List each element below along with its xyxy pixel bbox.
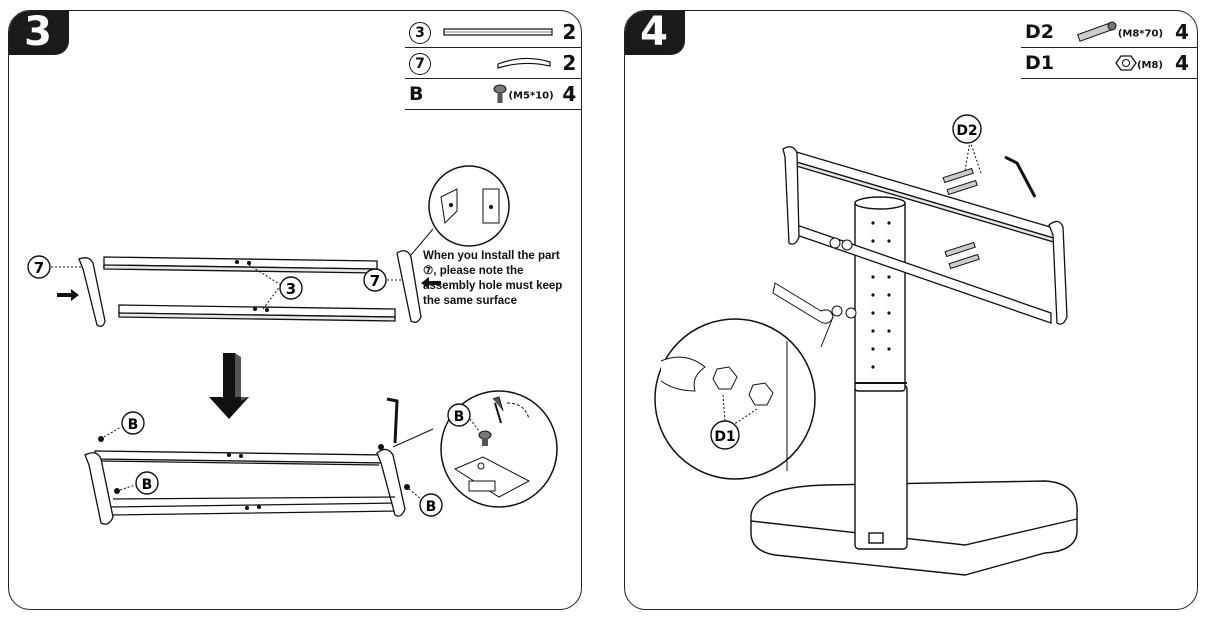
callout-bolt-2: B bbox=[114, 471, 159, 495]
step-4-illustration: D2 D1 bbox=[654, 114, 1078, 576]
svg-text:7: 7 bbox=[34, 259, 44, 277]
arrow-left-icon bbox=[421, 277, 441, 289]
parts-list: D2 (M8*70) 4 D1 (M8) 4 bbox=[1021, 17, 1197, 79]
callout-bolt-1: B bbox=[98, 411, 145, 442]
svg-text:B: B bbox=[142, 477, 153, 493]
arrow-right-icon bbox=[57, 289, 79, 301]
base-plate bbox=[750, 480, 1078, 576]
part-spec: (M8) bbox=[1136, 59, 1164, 71]
parts-list: 3 2 7 2 B (M5 bbox=[405, 17, 581, 110]
svg-text:D2: D2 bbox=[956, 123, 977, 139]
svg-text:7: 7 bbox=[370, 272, 380, 290]
parts-row-d1: D1 (M8) 4 bbox=[1021, 47, 1197, 79]
detail-zoom-bottom: B bbox=[392, 390, 558, 508]
part-qty: 4 bbox=[557, 78, 581, 110]
detail-zoom-nuts: D1 bbox=[654, 318, 816, 480]
parts-row-7: 7 2 bbox=[405, 47, 581, 79]
step-4-panel: 4 D2 (M8*70) 4 D1 (M8) 4 bbox=[624, 10, 1198, 610]
svg-text:B: B bbox=[128, 417, 139, 433]
rail-icon bbox=[443, 27, 553, 36]
callout-bolt-3: B bbox=[404, 484, 443, 517]
step-3-illustration: 3 7 7 bbox=[27, 165, 558, 525]
svg-text:B: B bbox=[454, 409, 465, 425]
arrow-down-icon bbox=[209, 353, 249, 419]
parts-row-d2: D2 (M8*70) 4 bbox=[1021, 17, 1197, 48]
assembly-note: When you Install the part ⑦, please note… bbox=[423, 250, 563, 307]
detail-zoom-top bbox=[410, 165, 510, 256]
part-id: 7 bbox=[409, 53, 431, 75]
part-id: 3 bbox=[409, 22, 431, 44]
end-cap-icon bbox=[497, 57, 551, 69]
step-3-panel: 3 3 2 7 2 B bbox=[8, 10, 582, 610]
part-id: B bbox=[405, 78, 437, 110]
stand-column bbox=[854, 196, 908, 550]
mounting-frame bbox=[782, 146, 1068, 325]
callout-part-7-right: 7 bbox=[363, 268, 401, 292]
step-number-badge: 3 bbox=[9, 11, 69, 55]
svg-text:B: B bbox=[426, 499, 437, 515]
callout-part-7-left: 7 bbox=[27, 255, 81, 279]
part-qty: 4 bbox=[1167, 47, 1197, 79]
parts-row-b: B (M5*10) 4 bbox=[405, 78, 581, 110]
allen-key-icon bbox=[1004, 155, 1037, 198]
part-id: D2 bbox=[1021, 17, 1064, 48]
callout-d2: D2 bbox=[952, 114, 982, 144]
part-qty: 4 bbox=[1167, 17, 1197, 48]
parts-row-3: 3 2 bbox=[405, 17, 581, 48]
part-spec: (M8*70) bbox=[1117, 28, 1164, 40]
part-qty: 2 bbox=[557, 17, 581, 48]
long-bolt-icon bbox=[1076, 21, 1117, 42]
hex-nut-icon bbox=[1115, 55, 1137, 71]
svg-text:D1: D1 bbox=[714, 429, 735, 445]
d2-bolts bbox=[942, 167, 980, 270]
svg-text:3: 3 bbox=[286, 280, 296, 298]
assembled-frame bbox=[84, 448, 406, 525]
callout-part-3: 3 bbox=[279, 276, 303, 300]
part-id: D1 bbox=[1021, 47, 1064, 79]
part-spec: (M5*10) bbox=[508, 90, 554, 102]
wrench-icon bbox=[772, 282, 834, 324]
exploded-assembly bbox=[78, 250, 422, 327]
screw-icon bbox=[493, 84, 507, 103]
part-qty: 2 bbox=[557, 47, 581, 79]
step-number-badge: 4 bbox=[625, 11, 685, 55]
